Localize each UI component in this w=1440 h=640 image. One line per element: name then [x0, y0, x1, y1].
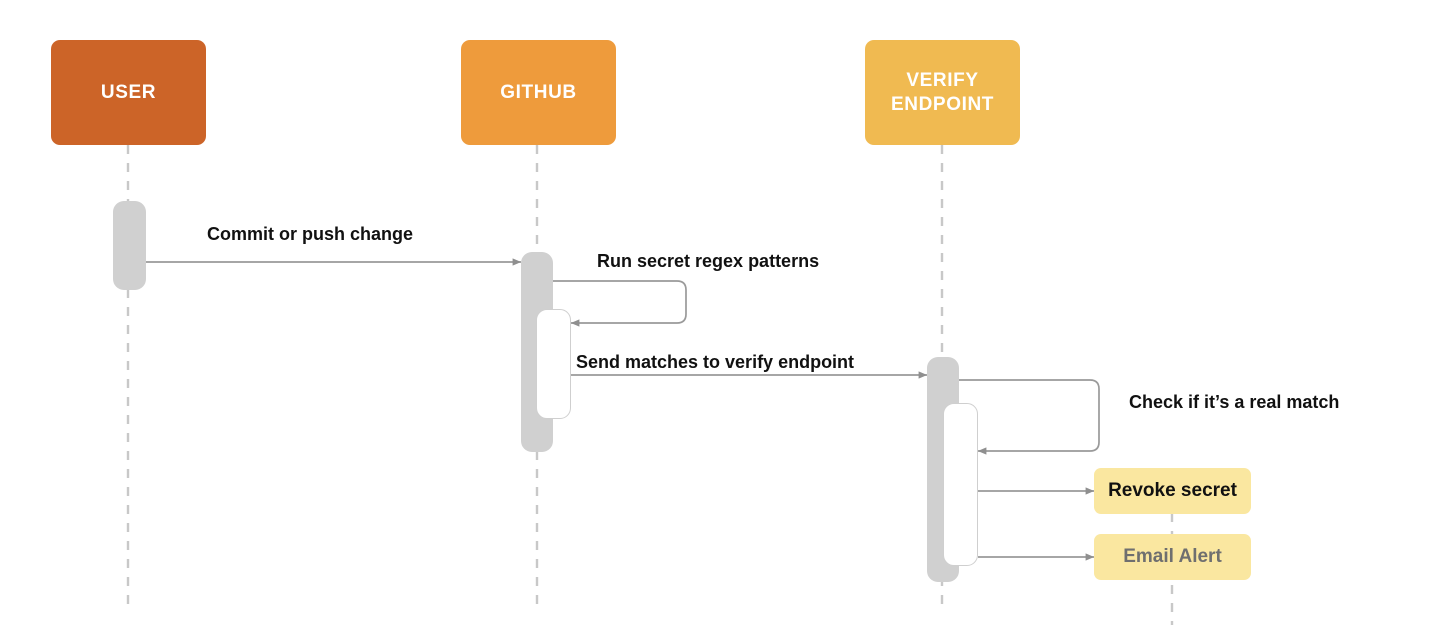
actor-box-user[interactable]: USER	[51, 40, 206, 145]
actor-label-user: USER	[100, 81, 157, 103]
message-label-run-secret-regex: Run secret regex patterns	[597, 251, 820, 271]
message-arrow-run-secret-regex	[553, 280, 687, 327]
actor-box-verify[interactable]: VERIFY ENDPOINT	[865, 40, 1020, 145]
note-box-note-revoke-secret[interactable]: Revoke secret	[1094, 468, 1251, 514]
message-label-commit-or-push: Commit or push change	[207, 224, 414, 244]
message-label-check-real-match: Check if it’s a real match	[1129, 392, 1340, 412]
activation-bar-verify-activation-nested	[943, 403, 978, 566]
message-arrows-group	[146, 258, 1100, 561]
message-arrow-check-real-match	[959, 379, 1100, 455]
activation-bar-github-activation-nested	[536, 309, 571, 419]
activation-bar-user-activation	[113, 201, 146, 290]
actor-label-verify: VERIFY ENDPOINT	[891, 70, 994, 115]
lifelines-group	[126, 145, 1174, 625]
message-label-send-matches: Send matches to verify endpoint	[576, 352, 855, 372]
actor-label-github: GITHUB	[500, 81, 577, 103]
note-label-note-revoke-secret: Revoke secret	[1108, 480, 1237, 501]
actor-box-github[interactable]: GITHUB	[461, 40, 616, 145]
note-box-note-email-alert[interactable]: Email Alert	[1094, 534, 1251, 580]
note-label-note-email-alert: Email Alert	[1123, 546, 1222, 567]
